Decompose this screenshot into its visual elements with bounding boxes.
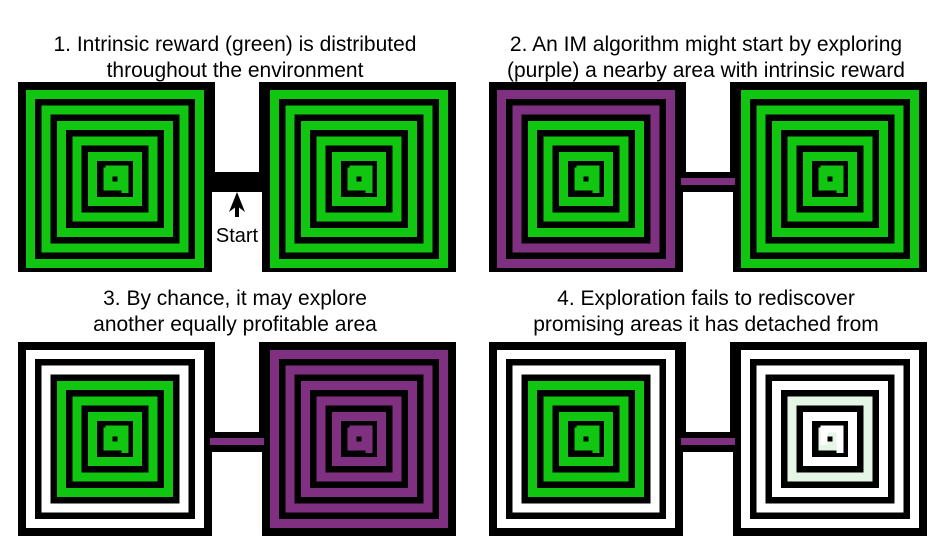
panel-4-caption: 4. Exploration fails to rediscover promi… [471, 286, 941, 338]
corridor-path [681, 178, 735, 185]
corridor-wall-right [259, 342, 269, 452]
left-spiral [18, 82, 212, 272]
right-spiral-ring-3 [301, 121, 417, 237]
left-spiral-ring-1 [497, 90, 675, 268]
left-spiral-ring-4 [72, 396, 158, 482]
right-spiral-center [820, 165, 844, 193]
right-spiral-ring-5 [803, 152, 857, 206]
left-spiral-ring-1 [26, 90, 204, 268]
left-spiral [489, 82, 683, 272]
panel-1: 1. Intrinsic reward (green) is distribut… [0, 0, 470, 272]
right-spiral-ring-4 [787, 396, 873, 482]
start-label: Start [216, 225, 259, 247]
left-spiral-center [105, 165, 129, 193]
left-spiral-ring-1 [497, 350, 675, 528]
left-spiral-ring-4 [72, 136, 158, 222]
right-spiral-ring-2 [756, 105, 904, 253]
left-spiral-center [576, 425, 600, 453]
corridor-wall-right [730, 342, 740, 452]
left-spiral-ring-2 [512, 105, 660, 253]
right-spiral-ring-1 [741, 350, 919, 528]
corridor-path [210, 178, 264, 185]
right-spiral-ring-5 [803, 412, 857, 466]
panel-1-caption-line2: throughout the environment [106, 59, 364, 82]
left-spiral-ring-3 [528, 381, 644, 497]
corridor-path [681, 438, 735, 445]
left-spiral-ring-2 [512, 365, 660, 513]
right-spiral-ring-3 [772, 381, 888, 497]
right-spiral-center [349, 165, 373, 193]
panel-4-caption-line2: promising areas it has detached from [533, 313, 879, 336]
right-spiral-ring-4 [316, 136, 402, 222]
panel-3-caption-line1: 3. By chance, it may explore [103, 287, 367, 310]
right-spiral [262, 342, 456, 536]
left-spiral-ring-3 [528, 121, 644, 237]
left-spiral-ring-4 [543, 396, 629, 482]
right-spiral [733, 82, 927, 272]
left-spiral-ring-5 [88, 412, 142, 466]
left-spiral-ring-2 [41, 365, 189, 513]
right-spiral-ring-1 [741, 90, 919, 268]
start-marker: Start [216, 192, 259, 247]
corridor-wall-right [259, 82, 269, 192]
left-spiral-ring-3 [57, 381, 173, 497]
right-spiral-ring-4 [316, 396, 402, 482]
right-spiral-ring-3 [772, 121, 888, 237]
right-spiral-ring-5 [332, 412, 386, 466]
panel-1-caption-line1: 1. Intrinsic reward (green) is distribut… [53, 33, 417, 56]
left-spiral-ring-5 [559, 412, 613, 466]
corridor [676, 342, 740, 452]
right-spiral-ring-1 [270, 90, 448, 268]
panel-2: 2. An IM algorithm might start by explor… [471, 0, 941, 272]
panel-3-caption: 3. By chance, it may explore another equ… [0, 286, 470, 338]
corridor-path [210, 438, 264, 445]
panel-2-caption-line1: 2. An IM algorithm might start by explor… [509, 33, 903, 56]
left-spiral-ring-4 [543, 136, 629, 222]
left-spiral-center [105, 425, 129, 453]
panel-3: 3. By chance, it may explore another equ… [0, 272, 470, 544]
right-spiral-ring-3 [301, 381, 417, 497]
corridor-wall-right [730, 82, 740, 192]
left-spiral-center [576, 165, 600, 193]
panel-4-caption-line1: 4. Exploration fails to rediscover [557, 287, 855, 310]
right-spiral [733, 342, 927, 536]
panel-1-maze: Start [18, 82, 456, 272]
right-spiral-ring-4 [787, 136, 873, 222]
panel-1-caption: 1. Intrinsic reward (green) is distribut… [0, 32, 470, 84]
right-spiral-ring-2 [285, 365, 433, 513]
corridor-wall-left [205, 342, 215, 452]
start-arrow-shaft [235, 205, 239, 217]
left-spiral-ring-3 [57, 121, 173, 237]
panel-3-maze [18, 342, 456, 536]
right-spiral-ring-1 [270, 350, 448, 528]
start-arrow-icon [229, 192, 245, 212]
left-spiral [489, 342, 683, 536]
left-spiral-ring-1 [26, 350, 204, 528]
corridor-wall-left [205, 82, 215, 192]
panel-3-caption-line2: another equally profitable area [93, 313, 377, 336]
right-spiral-ring-2 [285, 105, 433, 253]
right-spiral [262, 82, 456, 272]
corridor-wall-left [676, 342, 686, 452]
right-spiral-center [349, 425, 373, 453]
panel-2-maze [489, 82, 927, 272]
right-spiral-center [820, 425, 844, 453]
corridor [205, 342, 269, 452]
panel-4-maze [489, 342, 927, 536]
corridor-wall-left [676, 82, 686, 192]
left-spiral-ring-2 [41, 105, 189, 253]
left-spiral-ring-5 [88, 152, 142, 206]
corridor [205, 82, 269, 192]
right-spiral-ring-2 [756, 365, 904, 513]
right-spiral-ring-5 [332, 152, 386, 206]
corridor [676, 82, 740, 192]
panel-2-caption-line2: (purple) a nearby area with intrinsic re… [506, 59, 905, 82]
left-spiral-ring-5 [559, 152, 613, 206]
panel-4: 4. Exploration fails to rediscover promi… [471, 272, 941, 544]
panel-2-caption: 2. An IM algorithm might start by explor… [471, 32, 941, 84]
left-spiral [18, 342, 212, 536]
